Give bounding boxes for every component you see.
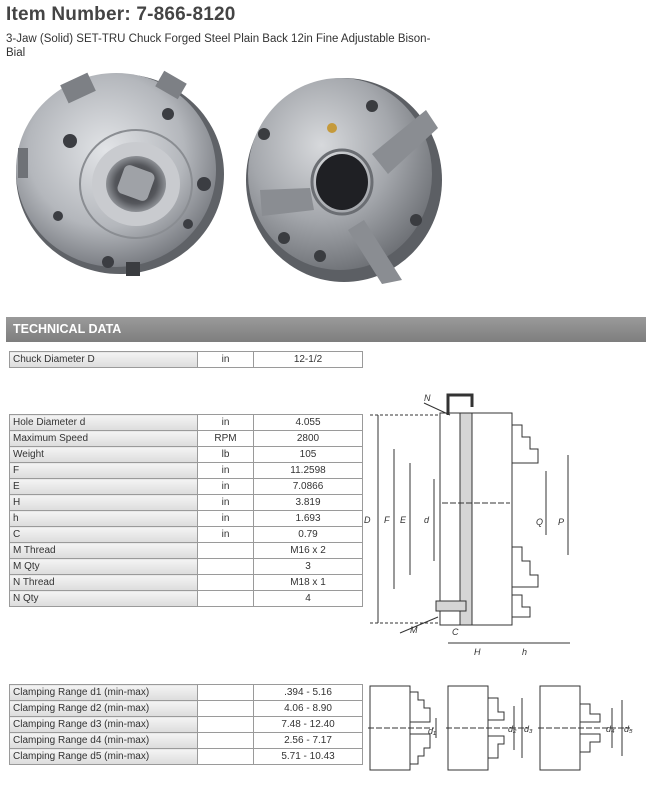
spec-label: F <box>9 462 198 479</box>
spec-unit <box>197 748 254 765</box>
label-M: M <box>410 625 418 635</box>
spec-unit: lb <box>197 446 254 463</box>
spec-label: h <box>9 510 198 527</box>
item-subtitle: 3-Jaw (Solid) SET-TRU Chuck Forged Steel… <box>6 33 431 59</box>
spec-label: Maximum Speed <box>9 430 198 447</box>
table-row: Clamping Range d1 (min-max) .394 - 5.16 <box>9 684 363 701</box>
spec-label: E <box>9 478 198 495</box>
spec-label: N Thread <box>9 574 198 591</box>
spec-label: Clamping Range d2 (min-max) <box>9 700 198 717</box>
spec-unit <box>197 558 254 575</box>
spec-unit <box>197 732 254 749</box>
table-row: Clamping Range d4 (min-max) 2.56 - 7.17 <box>9 732 363 749</box>
spec-unit: in <box>197 351 254 368</box>
table-row: Clamping Range d3 (min-max) 7.48 - 12.40 <box>9 716 363 733</box>
label-d3: d₃ <box>524 724 533 734</box>
chuck-angled-photo <box>246 78 442 284</box>
spec-value: 11.2598 <box>253 462 363 479</box>
spec-value: 3.819 <box>253 494 363 511</box>
label-d2: d₂ <box>508 724 517 734</box>
spec-value: 4 <box>253 590 363 607</box>
spec-value: 4.055 <box>253 414 363 431</box>
label-d1: d₁ <box>428 726 436 736</box>
spec-label: Chuck Diameter D <box>9 351 198 368</box>
spec-unit <box>197 542 254 559</box>
item-title: Item Number: 7-866-8120 <box>6 4 236 25</box>
label-d: d <box>424 515 430 525</box>
label-N: N <box>424 393 431 403</box>
chuck-dimension-diagram: N D F E d Q P M C H h <box>364 393 570 657</box>
spec-value: 0.79 <box>253 526 363 543</box>
table-row: N Qty 4 <box>9 590 363 607</box>
spec-unit: in <box>197 414 254 431</box>
spec-label: Clamping Range d3 (min-max) <box>9 716 198 733</box>
spec-label: Clamping Range d5 (min-max) <box>9 748 198 765</box>
label-d5: d₅ <box>624 724 633 734</box>
spec-value: 7.0866 <box>253 478 363 495</box>
chuck-front-photo <box>16 70 224 276</box>
spec-label: Clamping Range d4 (min-max) <box>9 732 198 749</box>
table-row: Clamping Range d5 (min-max) 5.71 - 10.43 <box>9 748 363 765</box>
table-row: M Thread M16 x 2 <box>9 542 363 559</box>
spec-value: 105 <box>253 446 363 463</box>
spec-unit <box>197 590 254 607</box>
spec-unit <box>197 700 254 717</box>
spec-unit: in <box>197 526 254 543</box>
spec-label: M Thread <box>9 542 198 559</box>
spec-unit: in <box>197 510 254 527</box>
spec-label: N Qty <box>9 590 198 607</box>
spec-label: M Qty <box>9 558 198 575</box>
label-h: h <box>522 647 527 657</box>
spec-unit <box>197 716 254 733</box>
label-D: D <box>364 515 371 525</box>
spec-label: Weight <box>9 446 198 463</box>
table-row: Clamping Range d2 (min-max) 4.06 - 8.90 <box>9 700 363 717</box>
spec-value: 2800 <box>253 430 363 447</box>
spec-label: Clamping Range d1 (min-max) <box>9 684 198 701</box>
spec-value: M16 x 2 <box>253 542 363 559</box>
clamping-range-diagram: d₁ d₂ d₃ d₄ d₅ <box>368 685 633 771</box>
spec-unit: RPM <box>197 430 254 447</box>
spec-value: 7.48 - 12.40 <box>253 716 363 733</box>
spec-unit: in <box>197 494 254 511</box>
label-d4: d₄ <box>606 724 615 734</box>
spec-label: Hole Diameter d <box>9 414 198 431</box>
spec-label: C <box>9 526 198 543</box>
label-E: E <box>400 515 407 525</box>
spec-unit <box>197 684 254 701</box>
spec-unit: in <box>197 478 254 495</box>
spec-value: 3 <box>253 558 363 575</box>
label-Q: Q <box>536 517 543 527</box>
technical-data-header: TECHNICAL DATA <box>6 317 646 342</box>
table-row: M Qty 3 <box>9 558 363 575</box>
spec-value: M18 x 1 <box>253 574 363 591</box>
spec-unit: in <box>197 462 254 479</box>
label-F: F <box>384 515 390 525</box>
spec-value: .394 - 5.16 <box>253 684 363 701</box>
label-P: P <box>558 517 564 527</box>
table-row: N Thread M18 x 1 <box>9 574 363 591</box>
label-H: H <box>474 647 481 657</box>
spec-value: 5.71 - 10.43 <box>253 748 363 765</box>
spec-value: 12-1/2 <box>253 351 363 368</box>
spec-unit <box>197 574 254 591</box>
spec-value: 4.06 - 8.90 <box>253 700 363 717</box>
spec-value: 2.56 - 7.17 <box>253 732 363 749</box>
spec-label: H <box>9 494 198 511</box>
spec-value: 1.693 <box>253 510 363 527</box>
label-C: C <box>452 627 459 637</box>
